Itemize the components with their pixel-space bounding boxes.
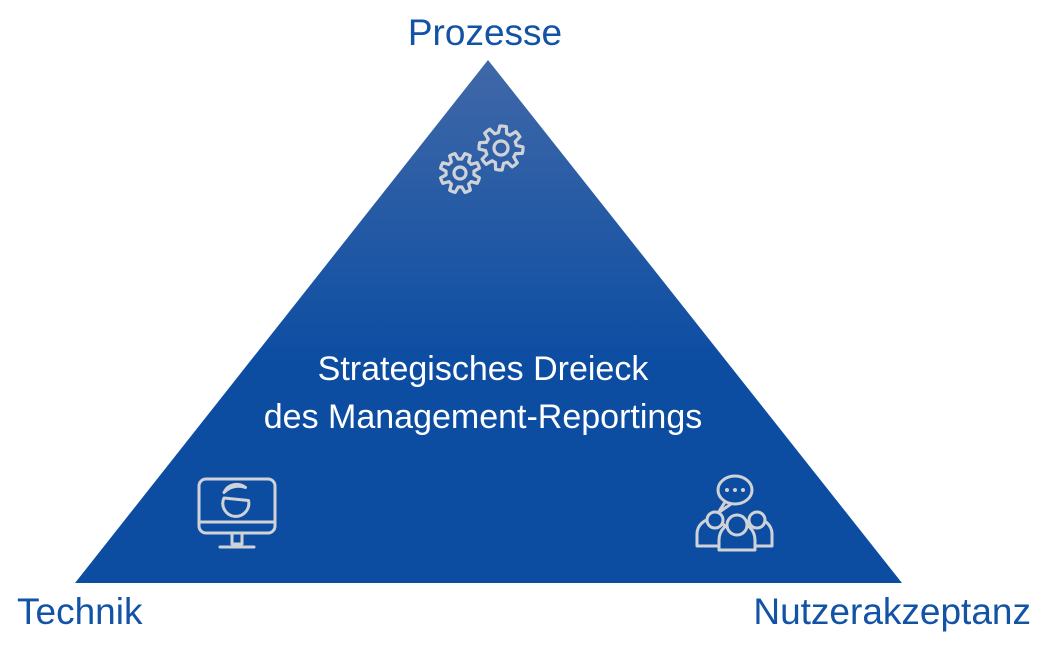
bubble-dot-1: [725, 488, 729, 492]
diagram-title: Strategisches Dreieck des Management-Rep…: [0, 345, 966, 441]
gear-large-hub: [492, 139, 510, 157]
speech-bubble-tail: [716, 500, 733, 515]
bubble-dot-2: [733, 488, 737, 492]
monitor-pie-chart-icon: [197, 477, 277, 549]
diagram-title-line2: des Management-Reportings: [263, 398, 703, 436]
corner-label-prozesse: Prozesse: [407, 12, 563, 53]
person-right-head: [747, 510, 767, 530]
gears-icon: [439, 124, 525, 194]
person-left-head: [705, 510, 725, 530]
monitor-stand-post: [230, 531, 244, 546]
pie-chart-bottom-slice: [221, 496, 251, 518]
diagram-title-line1: Strategisches Dreieck: [317, 350, 649, 388]
corner-label-technik: Technik: [17, 591, 143, 632]
gear-large-outline: [477, 124, 525, 172]
person-front-head: [725, 513, 749, 537]
corner-label-nutzerakzeptanz: Nutzerakzeptanz: [753, 591, 1031, 632]
pie-chart-top-slice: [222, 482, 247, 494]
people-speech-bubble-icon: [695, 474, 774, 552]
gear-small-hub: [452, 165, 468, 181]
bubble-dot-3: [741, 488, 745, 492]
gear-small-outline: [439, 152, 481, 194]
speech-bubble: [716, 474, 754, 506]
